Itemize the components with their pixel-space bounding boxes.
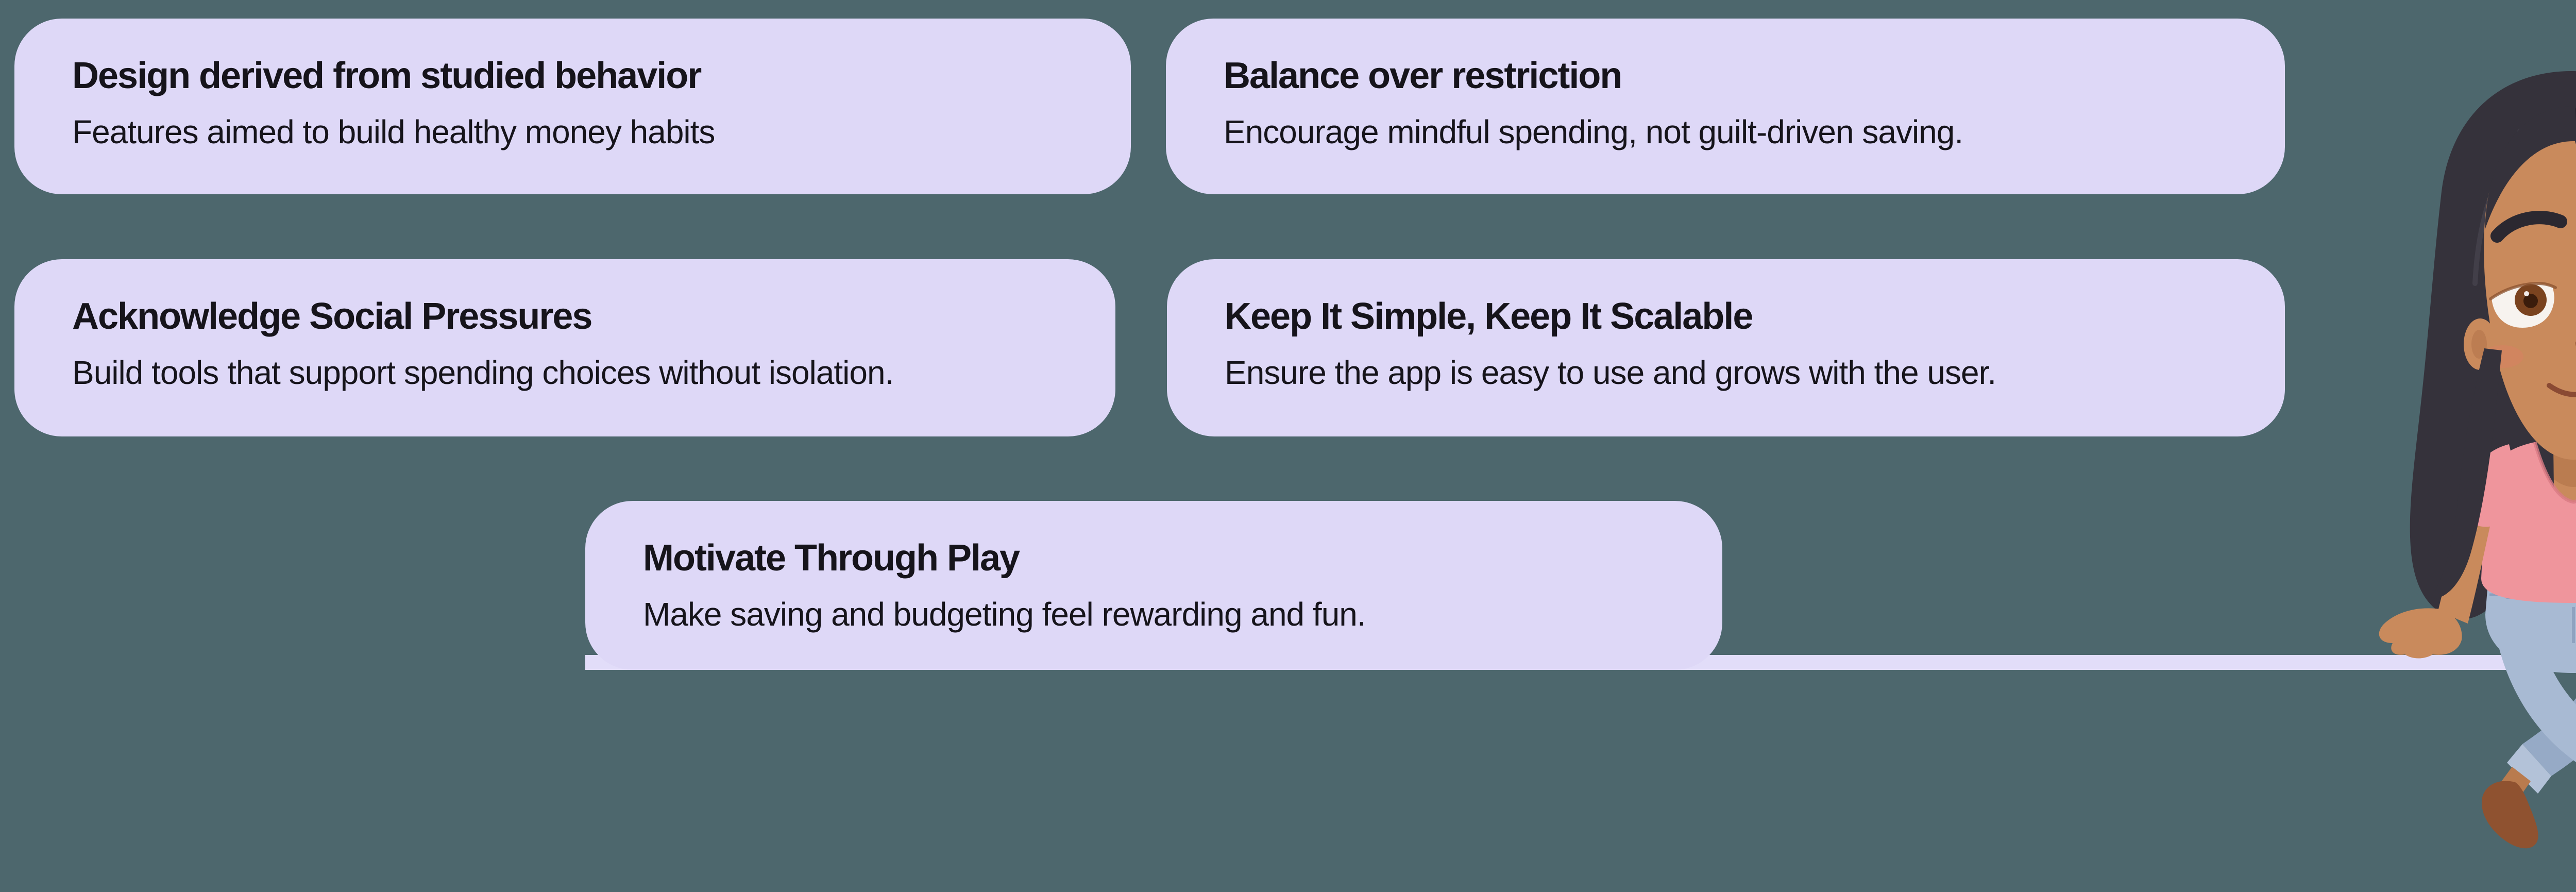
card-acknowledge-social-pressures: Acknowledge Social Pressures Build tools… xyxy=(14,259,1115,436)
card-motivate-through-play: Motivate Through Play Make saving and bu… xyxy=(585,501,1722,670)
eyebrow-left xyxy=(2490,211,2567,243)
card-subtitle: Ensure the app is easy to use and grows … xyxy=(1225,354,1996,391)
card-title: Design derived from studied behavior xyxy=(72,55,702,96)
jeans-legs xyxy=(2482,577,2576,849)
card-balance-over-restriction: Balance over restriction Encourage mindf… xyxy=(1166,19,2285,194)
cuff-back xyxy=(2507,744,2551,794)
hair-front-locks xyxy=(2431,348,2502,599)
card-subtitle: Features aimed to build healthy money ha… xyxy=(72,113,715,150)
card-subtitle: Make saving and budgeting feel rewarding… xyxy=(643,595,1366,633)
card-design-derived-from-studied-behavior: Design derived from studied behavior Fea… xyxy=(14,19,1131,194)
card-title: Acknowledge Social Pressures xyxy=(72,296,592,337)
card-keep-it-simple-keep-it-scalable: Keep It Simple, Keep It Scalable Ensure … xyxy=(1167,259,2285,436)
shoe-left xyxy=(2482,781,2538,849)
mouth xyxy=(2547,383,2576,397)
eye-left xyxy=(2489,262,2557,328)
girl-illustration xyxy=(2379,71,2576,849)
hair-front-crown xyxy=(2485,106,2576,230)
card-subtitle: Build tools that support spending choice… xyxy=(72,354,894,391)
hand-left xyxy=(2379,608,2462,659)
card-subtitle: Encourage mindful spending, not guilt-dr… xyxy=(1224,113,1963,150)
face xyxy=(2482,115,2576,460)
card-title: Balance over restriction xyxy=(1224,55,1622,96)
ankle-back xyxy=(2501,767,2531,798)
card-title: Keep It Simple, Keep It Scalable xyxy=(1225,296,1753,337)
card-title: Motivate Through Play xyxy=(643,537,1020,579)
